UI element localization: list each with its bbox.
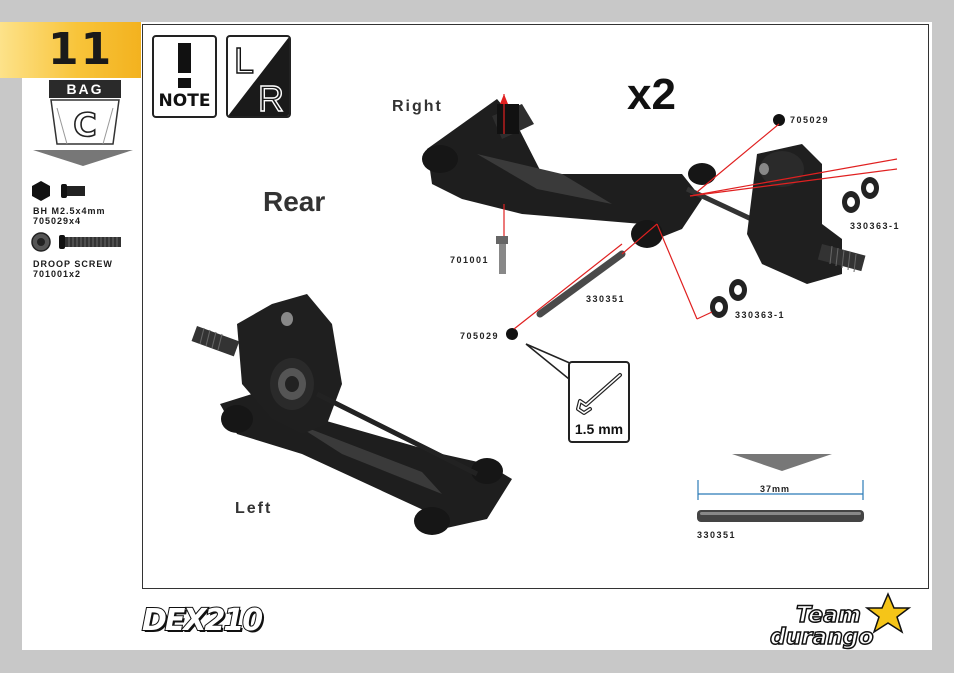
- hex-key-icon: [576, 373, 622, 415]
- left-hub-carrier: [191, 294, 342, 434]
- bag-letter: C: [73, 106, 96, 144]
- part-code: 705029x4: [33, 216, 82, 226]
- hinge-pin: [536, 250, 626, 318]
- team-durango-logo: Team durango: [766, 590, 926, 650]
- tool-label: 1.5 mm: [574, 421, 624, 437]
- callout-screw-top: 705029: [790, 115, 830, 125]
- shim-washers-top: [842, 177, 879, 213]
- note-icon: NOTE: [152, 35, 217, 118]
- button-head-screw-icon: [31, 180, 91, 202]
- callout-lines: [503, 94, 898, 330]
- left-suspension-arm: [220, 394, 512, 535]
- step-number: 11: [48, 24, 114, 75]
- shim-washers-bottom: [710, 279, 747, 318]
- callout-screw-bottom: 705029: [460, 331, 500, 341]
- tool-callout: 1.5 mm: [568, 361, 630, 443]
- callout-hinge-pin: 330351: [586, 294, 626, 304]
- assembly-illustration: [191, 94, 898, 535]
- part-name: DROOP SCREW: [33, 259, 113, 269]
- model-logo: DEX210: [141, 602, 264, 639]
- left-right-icon: L R: [226, 35, 291, 118]
- right-suspension-arm: [422, 99, 716, 248]
- section-title: Rear: [263, 186, 326, 217]
- bag-c-icon: C: [49, 98, 121, 146]
- note-label: NOTE: [158, 91, 211, 111]
- right-hub-carrier: [747, 144, 866, 284]
- quantity-multiplier: x2: [627, 70, 676, 119]
- screw-bottom: [506, 328, 518, 340]
- screw-top: [773, 114, 785, 126]
- brand-line1: Team: [796, 603, 861, 628]
- brand-line2: durango: [770, 625, 874, 650]
- pin-detail-code: 330351: [697, 530, 737, 540]
- bag-label: BAG: [49, 80, 121, 98]
- step-tab: [0, 22, 141, 78]
- down-arrow-icon: [33, 150, 133, 166]
- left-letter: L: [234, 40, 254, 81]
- callout-droop-screw: 701001: [450, 255, 490, 265]
- dimension-line: [697, 480, 864, 500]
- label-right: Right: [392, 98, 443, 115]
- droop-screw: [496, 236, 508, 274]
- part-code: 701001x2: [33, 269, 82, 279]
- down-arrow-icon: [732, 454, 832, 471]
- label-left: Left: [235, 500, 273, 517]
- callout-shims-top: 330363-1: [850, 221, 901, 231]
- pin-length: 37mm: [760, 484, 791, 494]
- part-name: BH M2.5x4mm: [33, 206, 106, 216]
- right-letter: R: [258, 78, 284, 116]
- droop-screw-icon: [31, 232, 123, 252]
- callout-shims-bottom: 330363-1: [735, 310, 786, 320]
- hinge-pin-detail: [697, 510, 864, 522]
